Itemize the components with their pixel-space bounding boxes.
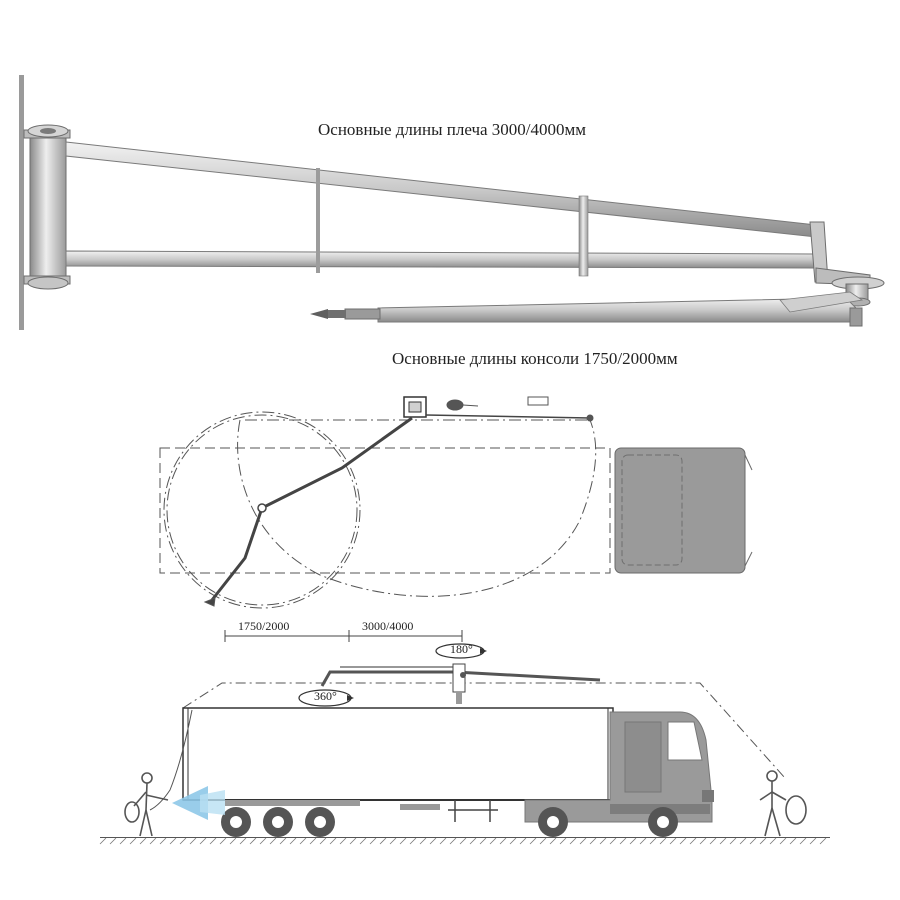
arm-brace-2 [578, 195, 589, 277]
wheel [305, 807, 335, 837]
truck-cab-top [614, 447, 746, 574]
upper-arm-tube [65, 141, 817, 238]
lower-arm-tube [65, 250, 817, 269]
dimension-line [224, 630, 463, 642]
roof-boom [320, 663, 601, 704]
wheel [648, 807, 678, 837]
reach-arc-side [182, 682, 786, 779]
arm-brace-1 [316, 168, 320, 273]
trailer-outline-top [159, 447, 611, 574]
reach-circle-1 [166, 414, 358, 606]
console-lengths-label: Основные длины консоли 1750/2000мм [392, 349, 678, 368]
rotation-360-label: 360° [314, 689, 337, 703]
wall-plate [19, 75, 24, 330]
reach-arc [237, 419, 597, 597]
pivot-column [29, 131, 67, 283]
wheel [221, 807, 251, 837]
dim-arm-label: 3000/4000 [362, 619, 413, 633]
ground [99, 837, 830, 845]
nozzle-tip [310, 308, 381, 320]
dim-console-label: 1750/2000 [238, 619, 289, 633]
boom-arm-assembly: Основные длины плеча 3000/4000мм Основны… [19, 75, 885, 368]
rotation-360-indicator [298, 689, 354, 707]
side-view: 180° 360° [99, 642, 830, 845]
landing-gear [400, 800, 498, 822]
rotation-180-indicator [435, 643, 487, 659]
worker-left-icon [124, 772, 169, 837]
top-view-plan [159, 396, 753, 609]
rotation-180-label: 180° [450, 642, 473, 656]
trailer-box [182, 707, 614, 801]
worker-right-icon [759, 770, 807, 837]
reel-icon-top [446, 399, 479, 411]
wheel [538, 807, 568, 837]
hose-left [149, 709, 193, 811]
wheel [263, 807, 293, 837]
spray-arrow-icon [172, 786, 225, 820]
reach-circle-2 [163, 411, 361, 609]
arm-lengths-label: Основные длины плеча 3000/4000мм [318, 120, 586, 139]
